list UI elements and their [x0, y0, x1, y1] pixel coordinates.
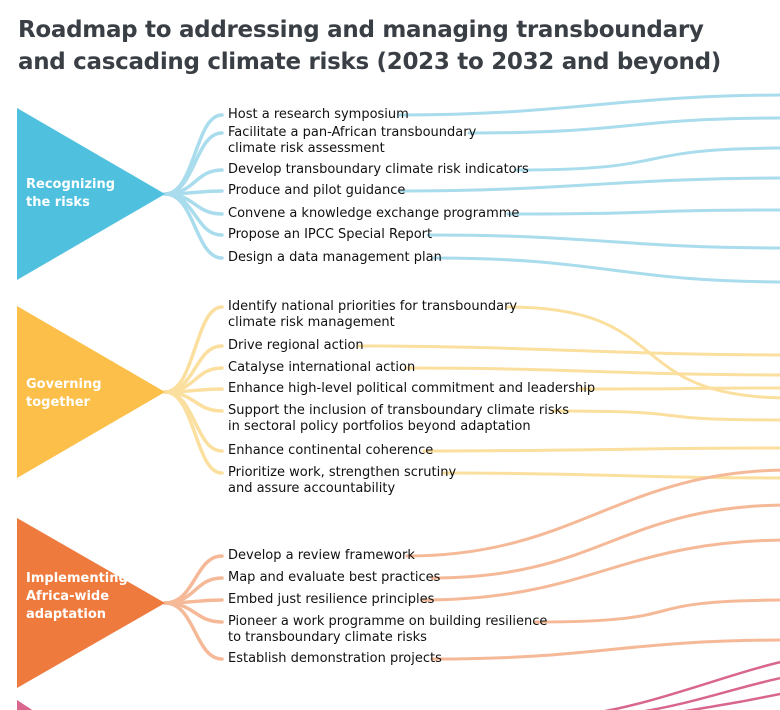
implementing-item-4: Pioneer a work programme on building res… — [228, 614, 547, 646]
implementing-fan-line-5 — [163, 601, 224, 661]
implementing-item-3: Embed just resilience principles — [228, 592, 434, 608]
implementing-item-2: Map and evaluate best practices — [228, 570, 440, 586]
governing-item-2: Drive regional action — [228, 338, 364, 354]
governing-item-4: Enhance high-level political commitment … — [228, 381, 595, 397]
recognizing-fan-line-7 — [163, 192, 224, 260]
recognizing-item-4-line-1: Produce and pilot guidance — [228, 183, 406, 198]
recognizing-item-2-line-1: Facilitate a pan-African transboundary — [228, 125, 477, 140]
governing-item-6-line-1: Enhance continental coherence — [228, 443, 434, 458]
governing-item-7-line-2: and assure accountability — [228, 481, 396, 496]
governing-pillar-label-line: Governing — [26, 377, 102, 392]
governing-item-6: Enhance continental coherence — [228, 443, 433, 459]
governing-item-5-line-2: in sectoral policy portfolios beyond ada… — [228, 419, 531, 434]
recognizing-item-2-line-2: climate risk assessment — [228, 141, 385, 156]
recognizing-stream-7 — [432, 256, 780, 284]
recognizing-pillar-label-line: the risks — [26, 195, 90, 210]
recognizing-item-6: Propose an IPCC Special Report — [228, 227, 432, 243]
governing-stream-4 — [578, 386, 780, 391]
governing-item-4-line-1: Enhance high-level political commitment … — [228, 381, 596, 396]
governing-item-5-line-1: Support the inclusion of transboundary c… — [228, 403, 569, 418]
title-line-2: and cascading climate risks (2023 to 203… — [18, 49, 721, 75]
governing-fan-line-7 — [163, 390, 224, 475]
governing-stream-6 — [422, 446, 780, 453]
recognizing-stream-5 — [506, 208, 780, 216]
recognizing-item-4: Produce and pilot guidance — [228, 183, 405, 199]
implementing-item-5-line-1: Establish demonstration projects — [228, 651, 442, 666]
governing-item-5: Support the inclusion of transboundary c… — [228, 403, 569, 435]
implementing-item-4-line-2: to transboundary climate risks — [228, 630, 427, 645]
implementing-item-4-line-1: Pioneer a work programme on building res… — [228, 614, 548, 629]
governing-triangle — [17, 306, 165, 478]
recognizing-stream-2 — [467, 116, 780, 135]
implementing-stream-1 — [405, 468, 780, 558]
implementing-stream-5 — [430, 638, 780, 661]
implementing-item-1-line-1: Develop a review framework — [228, 548, 415, 563]
governing-item-1: Identify national priorities for transbo… — [228, 299, 517, 331]
recognizing-stream-3 — [514, 146, 780, 172]
implementing-item-1: Develop a review framework — [228, 548, 415, 564]
next-pillar-stream-3 — [684, 692, 780, 710]
recognizing-stream-1 — [397, 93, 780, 117]
recognizing-item-5: Convene a knowledge exchange programme — [228, 206, 519, 222]
implementing-pillar-label-line: Implementing — [26, 571, 128, 586]
governing-stream-7 — [442, 471, 780, 480]
implementing-item-2-line-1: Map and evaluate best practices — [228, 570, 441, 585]
governing-stream-3 — [404, 366, 780, 377]
recognizing-stream-4 — [397, 176, 780, 193]
governing-item-3-line-1: Catalyse international action — [228, 360, 416, 375]
recognizing-item-3-line-1: Develop transboundary climate risk indic… — [228, 162, 529, 177]
recognizing-triangle — [17, 108, 165, 280]
recognizing-item-3: Develop transboundary climate risk indic… — [228, 162, 529, 178]
governing-stream-5 — [550, 409, 780, 422]
next-pillar-triangle — [17, 700, 33, 710]
recognizing-item-7-line-1: Design a data management plan — [228, 250, 442, 265]
governing-item-3: Catalyse international action — [228, 360, 415, 376]
next-pillar-stream-1 — [603, 660, 780, 710]
implementing-item-5: Establish demonstration projects — [228, 651, 442, 667]
governing-item-1-line-1: Identify national priorities for transbo… — [228, 299, 518, 314]
implementing-pillar-label-line: adaptation — [26, 607, 106, 622]
implementing-triangle — [17, 518, 165, 688]
recognizing-pillar-label: Recognizing the risks — [26, 176, 146, 212]
implementing-stream-3 — [420, 538, 780, 602]
recognizing-pillar-label-line: Recognizing — [26, 177, 116, 192]
recognizing-item-5-line-1: Convene a knowledge exchange programme — [228, 206, 520, 221]
implementing-stream-4 — [533, 598, 780, 624]
implementing-pillar-label-line: Africa-wide — [26, 589, 110, 604]
next-pillar-stream-2 — [644, 676, 780, 710]
governing-stream-2 — [357, 344, 780, 357]
recognizing-item-1: Host a research symposium — [228, 107, 409, 123]
recognizing-item-7: Design a data management plan — [228, 250, 442, 266]
recognizing-item-1-line-1: Host a research symposium — [228, 107, 409, 122]
implementing-stream-2 — [430, 503, 780, 580]
implementing-item-3-line-1: Embed just resilience principles — [228, 592, 435, 607]
governing-item-1-line-2: climate risk management — [228, 315, 395, 330]
governing-pillar-label: Governing together — [26, 376, 146, 412]
governing-pillar-label-line: together — [26, 395, 90, 410]
title-line-1: Roadmap to addressing and managing trans… — [18, 17, 704, 43]
page-title: Roadmap to addressing and managing trans… — [18, 14, 738, 78]
governing-item-7-line-1: Prioritize work, strengthen scrutiny — [228, 465, 457, 480]
recognizing-stream-6 — [426, 233, 780, 250]
governing-item-2-line-1: Drive regional action — [228, 338, 364, 353]
recognizing-item-6-line-1: Propose an IPCC Special Report — [228, 227, 433, 242]
